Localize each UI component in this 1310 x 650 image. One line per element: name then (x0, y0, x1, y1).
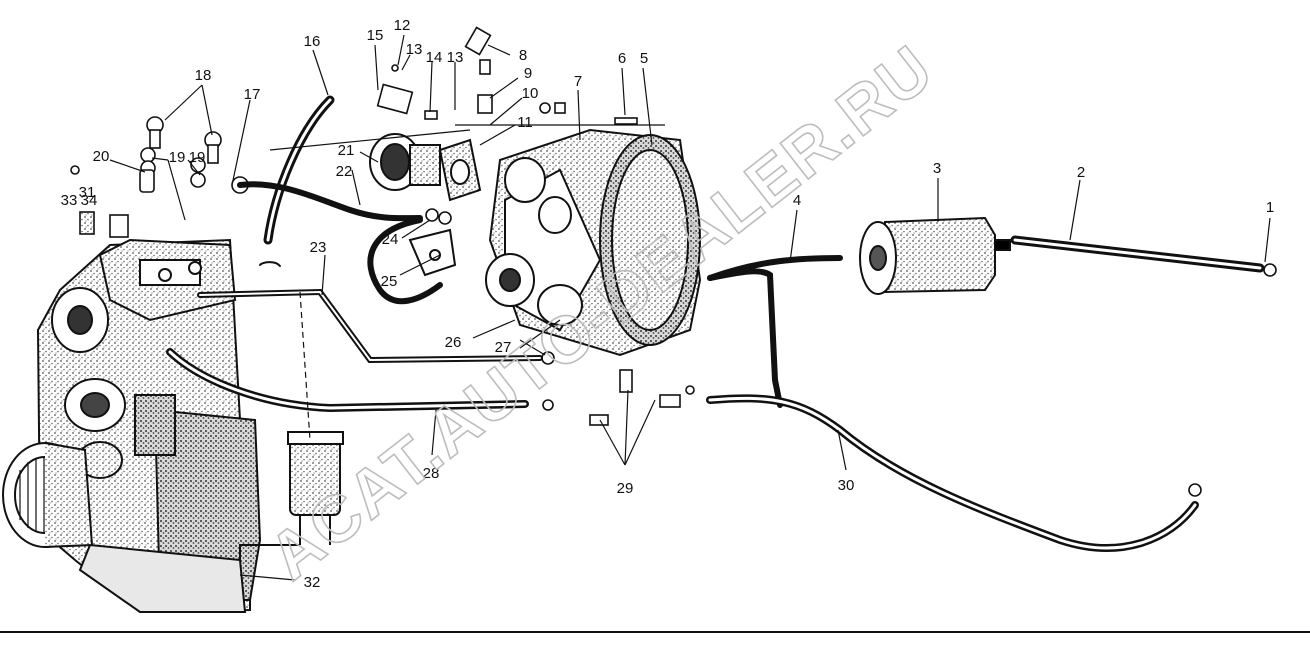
callout-19b: 19 (189, 149, 206, 166)
callout-7: 7 (574, 73, 582, 90)
callout-15: 15 (367, 27, 384, 44)
callout-6: 6 (618, 50, 626, 67)
callout-28: 28 (423, 465, 440, 482)
torque-converter-housing (485, 128, 702, 357)
watermark: ACAT.AUTO-DEALER.RU (255, 30, 947, 593)
filter-cartridge (239, 431, 344, 560)
callout-13b: 13 (447, 49, 464, 66)
callout-13a: 13 (406, 41, 423, 58)
callout-19a: 19 (169, 149, 186, 166)
callout-5: 5 (640, 50, 648, 67)
transmission-flanges (51, 287, 126, 479)
callout-34: 34 (81, 192, 98, 209)
callout-23: 23 (310, 239, 327, 256)
callout-31: 31 (79, 184, 96, 201)
callouts: 1 2 3 4 5 6 7 8 9 10 11 12 13 14 13 15 1… (61, 17, 1275, 591)
callout-33: 33 (61, 192, 78, 209)
callout-8: 8 (519, 47, 527, 64)
callout-17: 17 (244, 86, 261, 103)
callout-2: 2 (1077, 164, 1085, 181)
callout-32: 32 (304, 574, 321, 591)
callout-9: 9 (524, 65, 532, 82)
callout-29: 29 (617, 480, 634, 497)
callout-26: 26 (445, 334, 462, 351)
callout-21: 21 (338, 142, 355, 159)
output-flange (2, 442, 94, 548)
leader-lines (109, 34, 1271, 581)
callout-14: 14 (426, 49, 443, 66)
callout-30: 30 (838, 477, 855, 494)
solenoid-valve (369, 133, 482, 202)
control-valve-block (98, 238, 237, 322)
hoses (166, 95, 1265, 552)
callout-24: 24 (382, 231, 399, 248)
callout-4: 4 (793, 192, 801, 209)
callout-11: 11 (517, 114, 533, 131)
callout-18: 18 (195, 67, 212, 84)
mounting-bracket (408, 228, 457, 277)
callout-27: 27 (495, 339, 512, 356)
callout-20: 20 (93, 148, 110, 165)
callout-1: 1 (1266, 199, 1274, 216)
callout-16: 16 (304, 33, 321, 50)
callout-22: 22 (336, 163, 353, 180)
callout-10: 10 (522, 85, 539, 102)
callout-12: 12 (394, 17, 411, 34)
callout-3: 3 (933, 160, 941, 177)
callout-25: 25 (381, 273, 398, 290)
small-fittings (70, 26, 1277, 497)
oil-filter (859, 216, 1011, 295)
